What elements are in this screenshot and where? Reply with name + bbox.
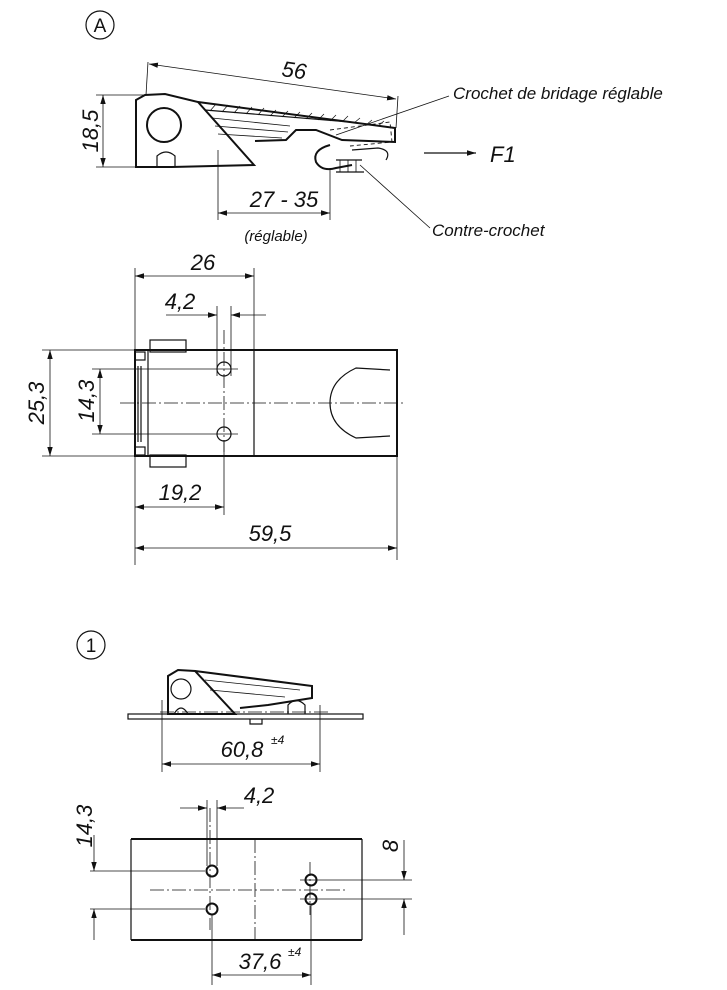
- v1-dim-14-3-text: 14,3: [72, 804, 97, 848]
- view-a-plan: 26 4,2 25,3 14,3 19,2 59,5: [24, 250, 405, 565]
- v1-latch-body: [167, 668, 238, 715]
- dim-4-2-text: 4,2: [165, 289, 196, 314]
- view-a-side: A: [78, 10, 663, 245]
- mounting-plate: [127, 713, 364, 720]
- dim-25-3-text: 25,3: [24, 381, 49, 426]
- counter-hook: [314, 144, 353, 171]
- view-a-marker-circle: [85, 10, 115, 40]
- dim-59-5-text: 59,5: [249, 521, 293, 546]
- v1-counter-hook: [287, 699, 306, 714]
- v1-dim-4-2-text: 4,2: [244, 783, 275, 808]
- view-1-marker-text: 1: [86, 636, 97, 657]
- latch-lever: [197, 101, 396, 144]
- view-1-marker-circle: [76, 630, 106, 660]
- dim-56-text: 56: [280, 56, 308, 84]
- v1-hole-bottom: [205, 902, 219, 916]
- dim-19-2-text: 19,2: [159, 480, 202, 505]
- leader-counter-hook: [359, 164, 431, 229]
- dim-60-8-text: 60,8: [221, 737, 265, 762]
- leader-hook: [335, 95, 450, 136]
- force-label: F1: [490, 142, 516, 167]
- label-adjustable-hook: Crochet de bridage réglable: [453, 84, 663, 103]
- dim-60-8-tol: ±4: [271, 733, 285, 747]
- view-1-plan: 14,3 4,2 8 37,6 ±4: [72, 783, 412, 985]
- v1-dim-37-6-tol: ±4: [288, 945, 302, 959]
- v1-lever: [194, 670, 313, 709]
- lever-hatch-band: [204, 109, 396, 129]
- view-a-marker-text: A: [94, 16, 107, 37]
- pivot-hole-circle: [146, 107, 182, 143]
- label-counter-hook: Contre-crochet: [432, 221, 546, 240]
- adjustable-hook-dashed: [329, 121, 393, 147]
- latch-base-block: [135, 92, 257, 168]
- base-slot: [156, 151, 176, 167]
- v1-dim-8-text: 8: [378, 839, 403, 852]
- v1-dim-37-6-text: 37,6: [239, 949, 283, 974]
- v1-pivot-circle: [170, 678, 192, 700]
- dim-26-text: 26: [190, 250, 216, 275]
- view-1-side: 1 60,8 ±4: [76, 630, 364, 772]
- v1-hole-top: [205, 864, 219, 878]
- dim-27-35-text: 27 - 35: [249, 187, 319, 212]
- dim-56-line: [148, 62, 397, 101]
- dim-14-3-text: 14,3: [74, 379, 99, 423]
- dim-27-35-note: (réglable): [244, 228, 307, 245]
- dim-18-5-text: 18,5: [78, 109, 103, 153]
